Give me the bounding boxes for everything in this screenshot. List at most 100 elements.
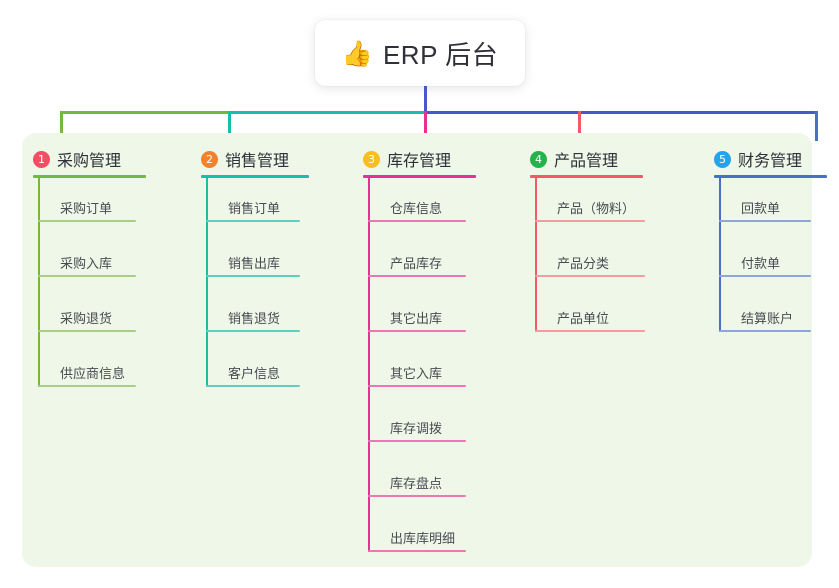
node-item[interactable]: 出库库明细: [368, 526, 466, 552]
node-item[interactable]: 付款单: [719, 251, 811, 277]
node-item-underline: [38, 330, 136, 332]
node-item[interactable]: 销售出库: [206, 251, 300, 277]
node-item-label: 采购退货: [60, 311, 113, 326]
section-underline-3: [363, 175, 476, 178]
section-spine-3: [368, 177, 370, 552]
node-item[interactable]: 仓库信息: [368, 196, 466, 222]
node-item-label: 供应商信息: [60, 366, 126, 381]
section-title-4: 产品管理: [554, 153, 619, 170]
section-header-2[interactable]: 2 销售管理: [201, 147, 289, 171]
node-item-label: 库存调拨: [390, 421, 443, 436]
section-spine-2: [206, 177, 208, 387]
root-node-title: ERP 后台: [382, 39, 499, 70]
node-item-underline: [535, 275, 645, 277]
node-item-label: 其它入库: [390, 366, 443, 381]
section-underline-5: [714, 175, 827, 178]
node-item-label: 产品（物料）: [557, 201, 636, 216]
section-title-5: 财务管理: [738, 153, 803, 170]
node-item-label: 销售退货: [228, 311, 281, 326]
thumbs-up-icon: 👍: [341, 38, 373, 68]
node-item-underline: [206, 385, 300, 387]
drop-connector-col4: [578, 111, 581, 141]
node-item-label: 仓库信息: [390, 201, 443, 216]
node-item-label: 结算账户: [741, 311, 794, 326]
node-item-underline: [38, 385, 136, 387]
node-item-underline: [206, 330, 300, 332]
node-item-label: 产品单位: [557, 311, 610, 326]
section-spine-4: [535, 177, 537, 332]
node-item-underline: [535, 220, 645, 222]
node-item[interactable]: 采购订单: [38, 196, 136, 222]
node-item[interactable]: 其它出库: [368, 306, 466, 332]
section-header-5[interactable]: 5 财务管理: [714, 147, 802, 171]
section-title-1: 采购管理: [57, 153, 122, 170]
root-node-card[interactable]: 👍 ERP 后台: [315, 20, 525, 86]
node-item[interactable]: 客户信息: [206, 361, 300, 387]
section-header-3[interactable]: 3 库存管理: [363, 147, 451, 171]
node-item-underline: [719, 220, 811, 222]
drop-connector-col1: [60, 111, 63, 141]
node-item[interactable]: 产品（物料）: [535, 196, 645, 222]
node-item-label: 销售出库: [228, 256, 281, 271]
node-item[interactable]: 库存调拨: [368, 416, 466, 442]
node-item[interactable]: 产品分类: [535, 251, 645, 277]
drop-connector-col5: [815, 111, 818, 141]
node-item[interactable]: 库存盘点: [368, 471, 466, 497]
node-item-underline: [38, 220, 136, 222]
section-spine-5: [719, 177, 721, 332]
section-underline-2: [201, 175, 309, 178]
node-item-underline: [368, 440, 466, 442]
node-item-underline: [38, 275, 136, 277]
bus-segment-indigo: [424, 111, 818, 114]
node-item-label: 回款单: [741, 201, 781, 216]
section-title-3: 库存管理: [387, 153, 452, 170]
node-item-underline: [206, 220, 300, 222]
section-badge-icon-1: 1: [33, 150, 50, 168]
node-item-label: 采购订单: [60, 201, 113, 216]
node-item[interactable]: 销售订单: [206, 196, 300, 222]
section-underline-4: [530, 175, 643, 178]
node-item-label: 付款单: [741, 256, 781, 271]
node-item[interactable]: 采购入库: [38, 251, 136, 277]
node-item-label: 采购入库: [60, 256, 113, 271]
node-item[interactable]: 产品单位: [535, 306, 645, 332]
node-item-underline: [206, 275, 300, 277]
bus-segment-teal: [228, 111, 424, 114]
node-item-underline: [368, 275, 466, 277]
drop-connector-col3: [424, 111, 427, 141]
section-title-2: 销售管理: [225, 153, 290, 170]
node-item[interactable]: 回款单: [719, 196, 811, 222]
node-item-label: 库存盘点: [390, 476, 443, 491]
node-item-label: 出库库明细: [390, 531, 456, 546]
section-badge-icon-3: 3: [363, 150, 380, 168]
section-header-1[interactable]: 1 采购管理: [33, 147, 121, 171]
node-item[interactable]: 其它入库: [368, 361, 466, 387]
section-badge-icon-5: 5: [714, 150, 731, 168]
node-item-label: 其它出库: [390, 311, 443, 326]
node-item[interactable]: 销售退货: [206, 306, 300, 332]
node-item-underline: [368, 385, 466, 387]
bus-segment-green: [60, 111, 228, 114]
node-item-underline: [368, 330, 466, 332]
node-item[interactable]: 采购退货: [38, 306, 136, 332]
node-item-label: 销售订单: [228, 201, 281, 216]
node-item-underline: [368, 220, 466, 222]
node-item-underline: [535, 330, 645, 332]
sections-panel: 1 采购管理采购订单采购入库采购退货供应商信息 2 销售管理销售订单销售出库销售退货客…: [22, 133, 827, 567]
node-item-label: 产品库存: [390, 256, 443, 271]
node-item[interactable]: 产品库存: [368, 251, 466, 277]
node-item-underline: [368, 495, 466, 497]
node-item[interactable]: 结算账户: [719, 306, 811, 332]
section-underline-1: [33, 175, 146, 178]
node-item-label: 客户信息: [228, 366, 281, 381]
node-item[interactable]: 供应商信息: [38, 361, 136, 387]
node-item-label: 产品分类: [557, 256, 610, 271]
section-badge-icon-2: 2: [201, 150, 218, 168]
section-spine-1: [38, 177, 40, 387]
node-item-underline: [719, 330, 811, 332]
drop-connector-col2: [228, 111, 231, 141]
node-item-underline: [719, 275, 811, 277]
trunk-vertical-connector: [424, 86, 427, 113]
